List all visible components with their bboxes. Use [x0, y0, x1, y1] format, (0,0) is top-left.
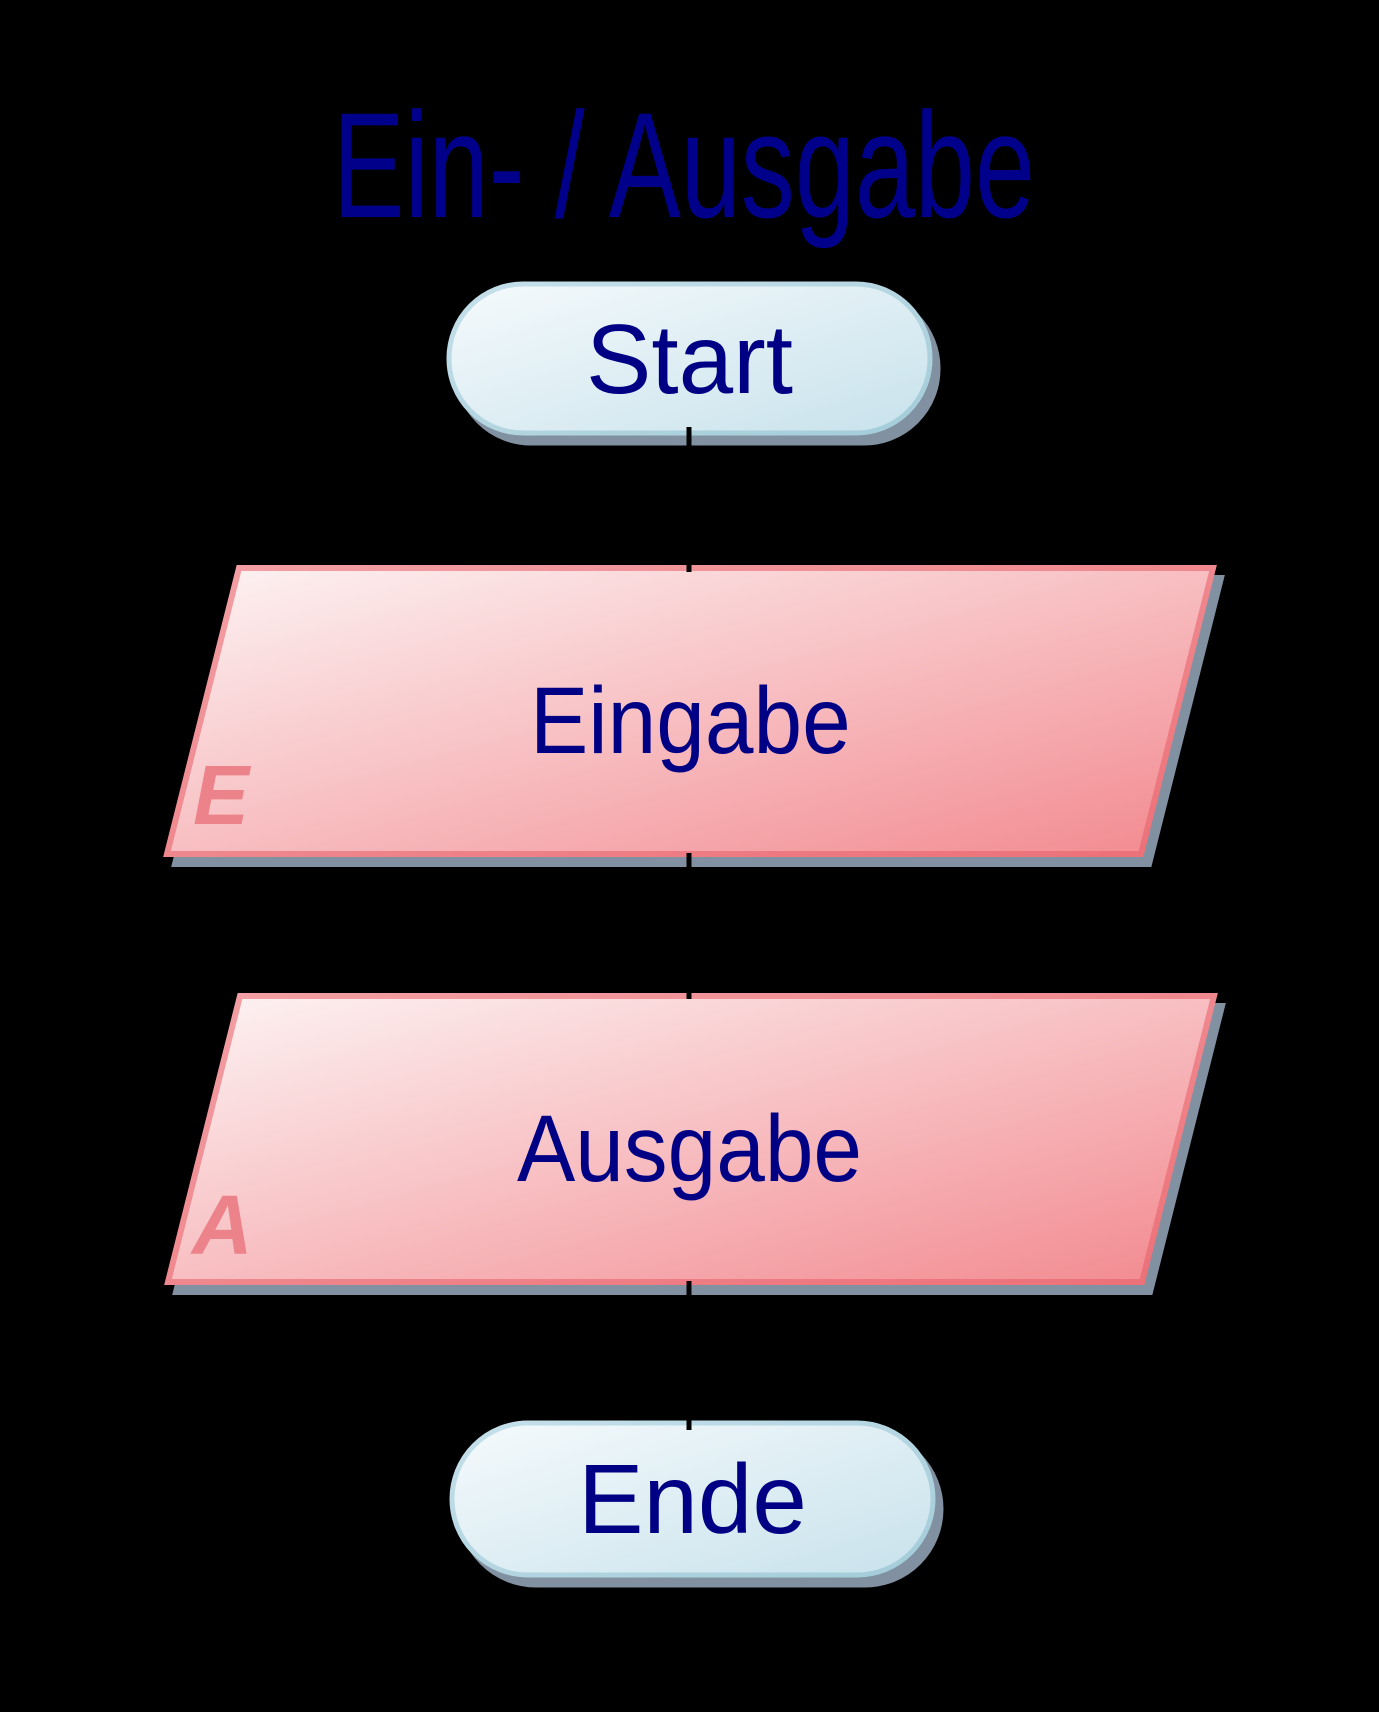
title-row: Ein- / Ausgabe — [0, 90, 1379, 240]
eingabe-corner-marker: E — [193, 748, 250, 842]
ende-terminator-shape — [449, 1420, 936, 1578]
eingabe-node-label-box: Eingabe — [200, 565, 1180, 867]
ausgabe-corner-marker: A — [192, 1178, 253, 1272]
diagram-title: Ein- / Ausgabe — [332, 81, 1036, 249]
ausgabe-node-label-box: Ausgabe — [200, 993, 1180, 1295]
eingabe-parallelogram-shape — [163, 565, 1217, 857]
ende-node-label-box: Ende — [452, 1423, 933, 1575]
ausgabe-parallelogram-shape — [164, 993, 1218, 1285]
start-label: Start — [586, 303, 793, 414]
ende-label: Ende — [578, 1444, 807, 1554]
start-node-label-box: Start — [449, 284, 930, 433]
eingabe-label: Eingabe — [529, 667, 851, 774]
ausgabe-label: Ausgabe — [517, 1095, 863, 1202]
